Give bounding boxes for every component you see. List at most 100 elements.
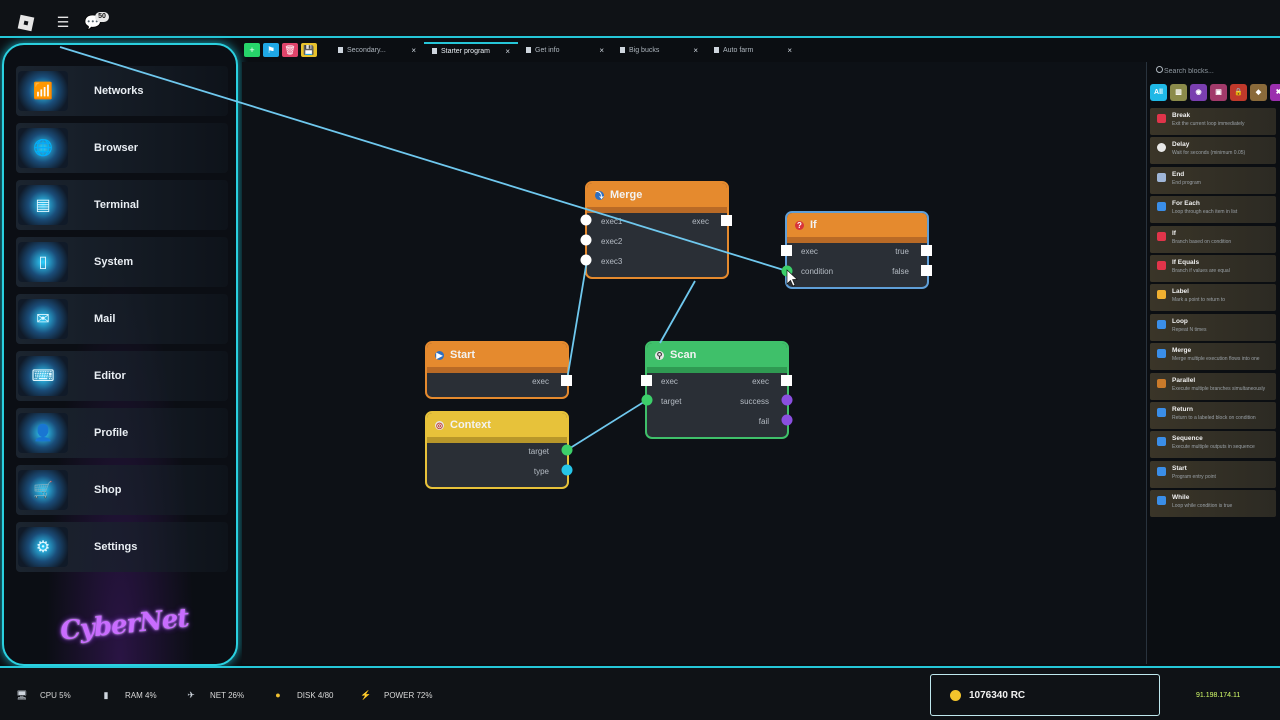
close-icon[interactable]: × [787,46,792,55]
category-misc-icon[interactable]: ◆ [1250,84,1267,101]
port-label: type [533,467,549,476]
add-tab-icon[interactable]: + [244,43,260,57]
start-node[interactable]: ▶ Start exec [425,341,569,399]
block-title: For Each [1172,200,1200,208]
tab-get-info[interactable]: Get info × [518,42,612,59]
category-storage-icon[interactable]: ▣ [1210,84,1227,101]
port-label: exec [532,377,549,386]
block-desc: Wait for seconds (minimum 0.05) [1172,150,1246,157]
node-title: If [810,219,817,231]
tab-label: Secondary... [347,47,386,54]
block-title: Start [1172,464,1187,472]
block-desc: Exit the current loop immediately [1172,121,1245,127]
merge-icon [1157,349,1166,359]
sidebar-item-browser[interactable]: 🌐 Browser [16,123,228,173]
ram-value: RAM 4% [125,690,157,700]
port-label: exec [661,377,678,386]
save-icon[interactable]: 💾 [301,43,317,57]
block-title: Loop [1172,317,1188,325]
sidebar-item-settings[interactable]: ⚙ Settings [16,522,228,572]
wifi-icon: 📶 [18,71,68,111]
status-bar: 🖥CPU 5% ▮RAM 4% ✈NET 26% ●DISK 4/80 ⚡POW… [0,666,1280,720]
sidebar-item-profile[interactable]: 👤 Profile [16,408,228,458]
merge-node[interactable]: ⤵ Merge exec1 exec2 exec3 exec [585,181,729,279]
tab-big-bucks[interactable]: Big bucks× [612,42,706,59]
port-label: exec1 [601,217,623,226]
block-title: While [1172,494,1190,502]
delete-icon[interactable]: 🗑 [282,43,298,57]
sidebar-item-system[interactable]: ▯ System [16,237,228,287]
flag-icon[interactable]: ⚑ [263,43,279,57]
port-label: exec3 [601,257,623,266]
block-search-input[interactable] [1164,64,1276,78]
coin-icon [950,689,961,701]
block-desc: Return to a labeled block on condition [1172,414,1256,421]
category-lock-icon[interactable]: 🔒 [1230,84,1247,101]
roblox-logo-icon[interactable] [17,14,35,32]
context-node[interactable]: ◎ Context target type [425,411,569,489]
sidebar-item-terminal[interactable]: ▤ Terminal [16,180,228,230]
editor-icon: ⌨ [18,356,68,396]
panel-divider [1146,62,1147,664]
category-tools-icon[interactable]: ✖ [1270,84,1280,101]
play-icon [1157,466,1166,476]
node-header[interactable]: ▶ Start [427,343,567,367]
sidebar-item-mail[interactable]: ✉ Mail [16,294,228,344]
block-desc: Merge multiple execution flows into one [1172,356,1260,363]
node-header[interactable]: ? If [787,213,927,237]
sidebar-item-networks[interactable]: 📶 Networks [16,66,228,116]
sidebar-item-label: Shop [94,484,122,496]
hamburger-menu-icon[interactable]: ☰ [56,14,70,30]
tab-label: Get info [535,47,560,54]
port-label: target [528,447,549,456]
category-all[interactable]: All [1150,84,1167,101]
block-search[interactable] [1150,64,1278,78]
document-icon [432,48,437,54]
close-icon[interactable]: × [505,47,510,56]
phone-icon: ▯ [18,242,68,282]
block-desc: Branch based on condition [1172,238,1232,245]
sidebar-item-editor[interactable]: ⌨ Editor [16,351,228,401]
cart-icon: 🛒 [18,470,68,510]
block-title: If [1172,229,1176,237]
block-desc: Execute multiple outputs in sequence [1172,444,1255,451]
sidebar-item-shop[interactable]: 🛒 Shop [16,465,228,515]
tab-auto-farm[interactable]: Auto farm× [706,42,800,59]
scan-node[interactable]: ⚲ Scan exec target exec success fail [645,341,789,439]
node-header[interactable]: ◎ Context [427,413,567,437]
equals-icon [1157,260,1166,270]
node-header[interactable]: ⚲ Scan [647,343,787,367]
tab-starter-program[interactable]: Starter program× [424,42,518,59]
close-icon[interactable]: × [693,46,698,55]
question-icon [1157,231,1166,241]
category-shield-icon[interactable]: ◉ [1190,84,1207,101]
net-stat: ✈NET 26% [186,690,244,700]
close-icon[interactable]: × [599,46,604,55]
sidebar-item-label: Browser [94,142,139,154]
if-node[interactable]: ? If exec condition true false [785,211,929,289]
port-label: exec [752,377,769,386]
play-icon: ▶ [435,350,444,360]
tab-secondary[interactable]: Secondary... × [330,42,424,59]
power-value: POWER 72% [384,690,433,700]
node-header[interactable]: ⤵ Merge [587,183,727,207]
port-label: condition [801,267,834,276]
close-icon[interactable]: × [411,46,416,55]
category-data-icon[interactable]: ▥ [1170,84,1187,101]
